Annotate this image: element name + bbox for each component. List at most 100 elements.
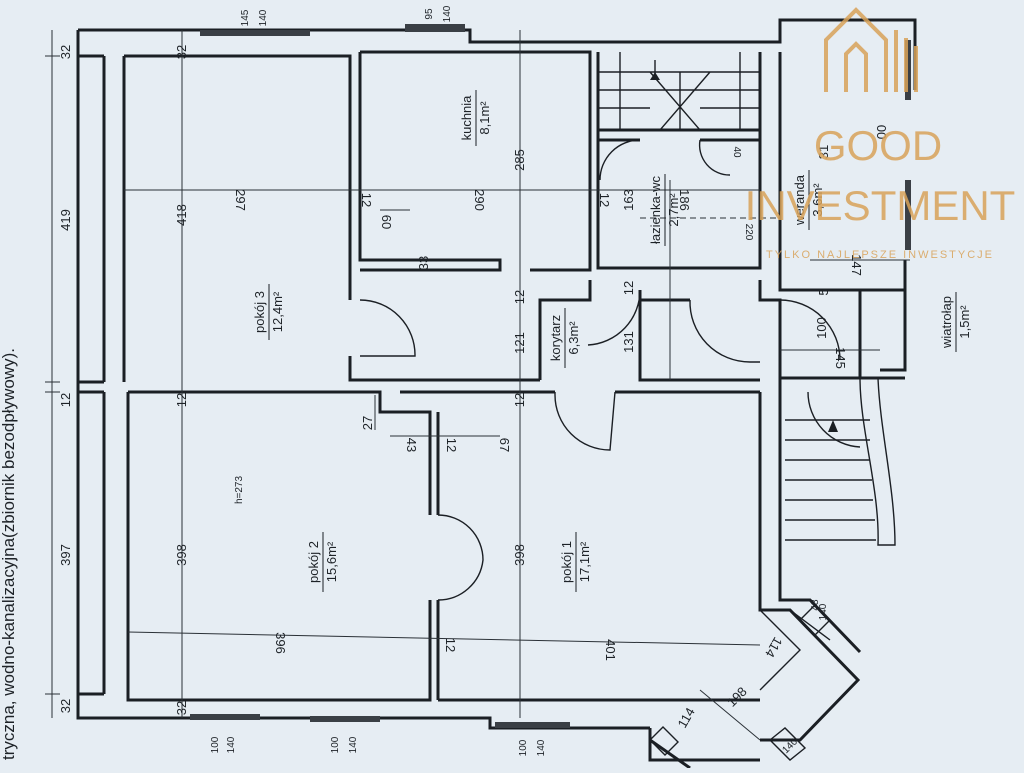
room-pokoj2: pokój 2 15,6m² (306, 532, 339, 592)
room-name: pokój 3 (252, 291, 267, 333)
room-name: pokój 2 (306, 541, 321, 583)
logo-name-2: INVESTMENT (745, 182, 1016, 229)
window-label: 145 (240, 9, 251, 26)
room-pokoj1: pokój 1 17,1m² (559, 532, 592, 592)
height-note: h=273 (234, 476, 245, 505)
room-pokoj3: pokój 3 12,4m² (252, 284, 285, 340)
dim-48: 48 (810, 599, 821, 611)
dim-32: 32 (58, 699, 73, 713)
dim-401: 401 (603, 639, 618, 661)
dim-27: 27 (360, 416, 375, 430)
dim-114: 114 (674, 705, 697, 730)
room-labels: pokój 3 12,4m² kuchnia 8,1m² łazienka-wc… (234, 90, 972, 592)
stairs-upper (598, 52, 760, 131)
room-name: weranda (792, 174, 807, 226)
window (905, 180, 911, 250)
dim-12: 12 (597, 193, 612, 207)
dim-32: 32 (174, 45, 189, 59)
window (495, 722, 570, 728)
dim-220: 220 (743, 224, 754, 241)
room-area: 17,1m² (577, 541, 592, 582)
dim-12: 12 (621, 281, 636, 295)
room-wiatrolap: wiatrołap 1,5m² (939, 292, 972, 352)
dim-43: 43 (404, 438, 419, 452)
window (190, 714, 260, 720)
dim-198: 198 (724, 684, 750, 710)
room-name: pokój 1 (559, 541, 574, 583)
window-label: 140 (818, 603, 829, 620)
dim-5: 5 (816, 288, 831, 295)
dim-297: 297 (233, 189, 248, 211)
room-area: 12,4m² (270, 291, 285, 332)
door (779, 299, 841, 361)
window (310, 716, 380, 722)
room-area: 3,6m² (810, 183, 825, 217)
dim-32: 32 (58, 45, 73, 59)
dim-00: 00 (874, 125, 889, 139)
room-lazienka: łazienka-wc 2,7m² (648, 174, 681, 246)
room-weranda: weranda 3,6m² (792, 170, 825, 230)
dim-12: 12 (443, 638, 458, 652)
window-label: 100 (518, 739, 529, 756)
window (200, 30, 310, 36)
dim-285: 285 (512, 149, 527, 171)
dim-12: 12 (444, 438, 459, 452)
door (587, 289, 641, 346)
dim-398: 398 (512, 544, 527, 566)
double-door (437, 514, 484, 601)
logo-mark-icon (824, 7, 918, 92)
dim-290: 290 (472, 189, 487, 211)
door (359, 299, 416, 357)
room-area: 6,3m² (566, 321, 581, 355)
dim-60: 60 (379, 215, 394, 229)
dim-12: 12 (359, 193, 374, 207)
doors (359, 139, 861, 601)
dim-418: 418 (174, 204, 189, 226)
dim-121: 121 (512, 332, 527, 354)
door (698, 139, 731, 176)
room-area: 2,7m² (666, 193, 681, 227)
dim-147: 147 (849, 254, 864, 276)
room-area: 1,5m² (957, 305, 972, 339)
dim-32: 32 (174, 701, 189, 715)
dim-12: 12 (58, 393, 73, 407)
dim-397: 397 (58, 544, 73, 566)
room-name: kuchnia (459, 95, 474, 141)
window (405, 24, 465, 32)
room-name: wiatrołap (939, 296, 954, 349)
dim-67: 67 (497, 438, 512, 452)
window-label: 100 (330, 736, 341, 753)
dim-131: 131 (621, 331, 636, 353)
room-kuchnia: kuchnia 8,1m² (459, 90, 492, 146)
window-label: 140 (442, 5, 453, 22)
good-investment-logo: GOOD INVESTMENT TYLKO NAJLEPSZE INWESTYC… (745, 7, 1016, 261)
dim-12: 12 (174, 393, 189, 407)
door (599, 139, 641, 181)
logo-tagline: TYLKO NAJLEPSZE INWESTYCJE (766, 249, 994, 261)
dim-40: 40 (731, 146, 742, 158)
dim-33: 33 (416, 256, 431, 270)
caption-text: tryczna, wodno-kanalizacyjna(zbiornik be… (0, 348, 18, 760)
door (689, 299, 760, 363)
door (807, 391, 861, 448)
door (554, 391, 616, 451)
dim-419: 419 (58, 209, 73, 231)
dimension-labels: 32 32 419 12 397 32 418 12 398 32 285 12… (58, 5, 889, 756)
dim-396: 396 (273, 632, 288, 654)
window-label: 140 (226, 736, 237, 753)
room-name: łazienka-wc (648, 176, 663, 244)
window-label: 100 (210, 736, 221, 753)
dim-163: 163 (621, 189, 636, 211)
room-area: 15,6m² (324, 541, 339, 582)
dimension-lines (45, 30, 910, 741)
room-korytarz: korytarz 6,3m² (548, 308, 581, 368)
stairs-lower (785, 377, 896, 546)
dim-145: 145 (833, 347, 848, 369)
dim-31: 31 (816, 145, 831, 159)
dim-100: 100 (814, 317, 829, 339)
room-name: korytarz (548, 315, 563, 361)
window-label: 95 (424, 8, 435, 20)
logo-name: GOOD (814, 122, 942, 169)
dim-186: 186 (677, 189, 692, 211)
